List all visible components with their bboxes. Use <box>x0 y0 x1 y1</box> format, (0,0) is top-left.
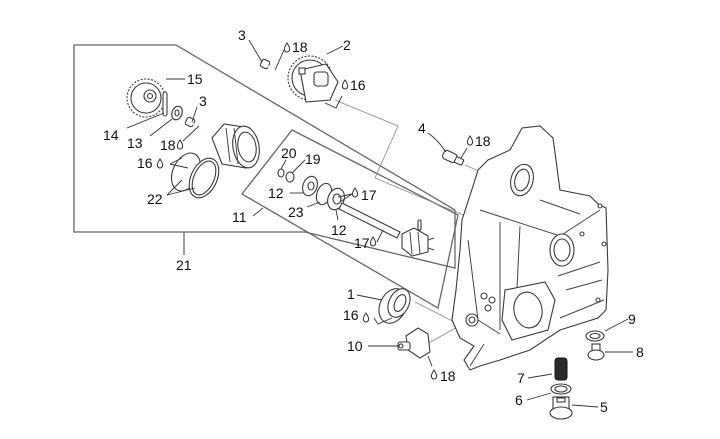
callout-16-left: 16 <box>137 155 153 171</box>
group-frame-21 <box>73 44 456 269</box>
callout-17-top: 17 <box>361 187 377 203</box>
callout-8: 8 <box>636 344 644 360</box>
gear-2 <box>287 55 339 103</box>
drop-icon <box>466 135 474 146</box>
callout-17-lower: 17 <box>354 235 370 251</box>
callout-3-upper: 3 <box>238 27 246 43</box>
dowel-4 <box>441 149 465 166</box>
drop-icon <box>176 139 184 150</box>
callout-7: 7 <box>517 370 525 386</box>
sensor-10 <box>397 327 431 359</box>
callout-10: 10 <box>347 338 363 354</box>
pump-shaft <box>338 202 401 239</box>
callout-18-bottom: 18 <box>440 368 456 384</box>
drain-plug-5 <box>549 396 573 420</box>
drop-icon <box>430 369 438 380</box>
callout-1: 1 <box>347 286 355 302</box>
callout-22: 22 <box>147 191 163 207</box>
drop-icon <box>362 312 370 323</box>
alignment-line <box>334 99 399 179</box>
pin <box>417 219 422 231</box>
drop-icon <box>369 236 377 247</box>
callout-21: 21 <box>176 257 192 273</box>
alignment-line <box>374 177 481 223</box>
drop-icon <box>341 79 349 90</box>
callout-4: 4 <box>418 120 426 136</box>
callout-18-lower: 18 <box>160 137 176 153</box>
oil-pump-body <box>211 123 260 169</box>
callout-16-lower: 16 <box>343 307 359 323</box>
callout-23: 23 <box>288 204 304 220</box>
drop-icon <box>351 187 359 198</box>
drop-icon <box>156 158 164 169</box>
callout-18-upper: 18 <box>292 39 308 55</box>
screw-3-lower <box>184 116 208 132</box>
plug-8 <box>587 343 605 361</box>
group-frame-11 <box>241 129 459 310</box>
leader-lines <box>126 39 633 408</box>
callout-5: 5 <box>600 399 608 415</box>
washer-19 <box>285 171 295 183</box>
callout-19: 19 <box>305 151 321 167</box>
callout-13: 13 <box>127 135 143 151</box>
callout-12-lower: 12 <box>331 222 347 238</box>
screw-3-upper <box>259 58 282 75</box>
callout-18-right: 18 <box>475 133 491 149</box>
callout-2: 2 <box>343 37 351 53</box>
callout-14: 14 <box>103 127 119 143</box>
oil-seal-1 <box>378 288 411 324</box>
gear-15 <box>126 78 166 118</box>
crankcase-half <box>451 125 609 371</box>
callout-12-upper: 12 <box>268 185 284 201</box>
drop-icon <box>283 42 291 53</box>
callout-6: 6 <box>515 392 523 408</box>
callout-9: 9 <box>628 311 636 327</box>
washer-20 <box>277 168 285 178</box>
filter-7 <box>554 357 568 381</box>
callout-16-top: 16 <box>350 77 366 93</box>
callout-20: 20 <box>281 145 297 161</box>
pump-impeller <box>401 227 435 257</box>
callout-11: 11 <box>232 209 247 225</box>
callout-3-lower: 3 <box>199 93 207 109</box>
pin-14 <box>162 91 168 117</box>
callout-15: 15 <box>187 71 203 87</box>
